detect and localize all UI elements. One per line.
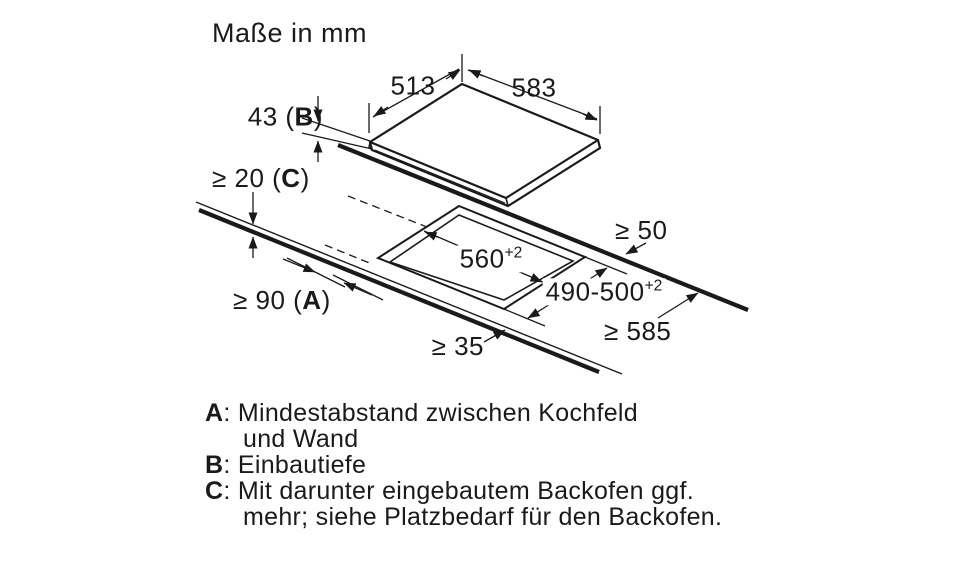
dim-43-b-key: B bbox=[294, 101, 314, 132]
dim-560-value: 560 bbox=[459, 243, 505, 274]
legend-key-a: A bbox=[205, 399, 224, 427]
dim-583-label: 583 bbox=[511, 72, 557, 103]
dim-20-c-key: C bbox=[281, 163, 301, 193]
legend-key-c: C bbox=[205, 477, 224, 505]
dim-513-label: 513 bbox=[390, 70, 436, 101]
legend-text-c-line1: Mit darunter eingebautem Backofen ggf. bbox=[237, 477, 694, 505]
legend-text-b: Einbautiefe bbox=[237, 451, 367, 479]
legend-sep-b: : bbox=[223, 451, 231, 479]
legend-sep-c: : bbox=[223, 477, 231, 505]
dim-560-tolerance: +2 bbox=[504, 244, 523, 262]
legend-entry-c-line2: mehr; siehe Platzbedarf für den Backofen… bbox=[205, 504, 722, 530]
dim-20-c-label: ≥ 20 (C) bbox=[212, 163, 310, 193]
dim-43-b-pre: 43 ( bbox=[247, 101, 295, 132]
worktop-back-edge-line bbox=[337, 143, 749, 312]
dim-43-b-post: ) bbox=[313, 101, 323, 132]
dim-90-a-label: ≥ 90 (A) bbox=[233, 285, 331, 315]
legend-entry-a-line1: A: Mindestabstand zwischen Kochfeld bbox=[205, 400, 722, 426]
worktop-front-edge-lines bbox=[195, 201, 623, 375]
dim-490-500-tolerance: +2 bbox=[644, 277, 663, 295]
dim-90-a-key: A bbox=[302, 285, 322, 315]
dim-585-label: ≥ 585 bbox=[604, 316, 672, 346]
legend-sep-a: : bbox=[223, 399, 231, 427]
dim-50-label: ≥ 50 bbox=[615, 215, 668, 245]
legend-entry-a-line2: und Wand bbox=[205, 426, 722, 452]
dim-35-label: ≥ 35 bbox=[431, 331, 484, 361]
cooktop-outline bbox=[368, 82, 602, 208]
legend-entry-c-line1: C: Mit darunter eingebautem Backofen ggf… bbox=[205, 478, 722, 504]
legend-entry-b: B: Einbautiefe bbox=[205, 452, 722, 478]
dim-560-label: 560+2 bbox=[456, 243, 526, 274]
legend: A: Mindestabstand zwischen Kochfeld und … bbox=[205, 400, 722, 530]
legend-key-b: B bbox=[205, 451, 224, 479]
dim-90-a-post: ) bbox=[321, 285, 331, 315]
dim-490-500-label: 490-500+2 bbox=[542, 276, 666, 307]
dimension-lines bbox=[286, 54, 628, 327]
dim-20-c-pre: ≥ 20 ( bbox=[212, 163, 282, 193]
legend-text-a-line2: und Wand bbox=[243, 425, 359, 453]
dim-43-b-label: 43 (B) bbox=[248, 103, 323, 130]
dimension-arrows bbox=[248, 69, 699, 343]
legend-text-a-line1: Mindestabstand zwischen Kochfeld bbox=[237, 399, 638, 427]
dim-20-c-post: ) bbox=[300, 163, 310, 193]
dim-90-a-pre: ≥ 90 ( bbox=[233, 285, 303, 315]
dim-490-500-value: 490-500 bbox=[545, 276, 645, 307]
legend-text-c-line2: mehr; siehe Platzbedarf für den Backofen… bbox=[243, 503, 723, 531]
diagram-title: Maße in mm bbox=[212, 18, 368, 48]
